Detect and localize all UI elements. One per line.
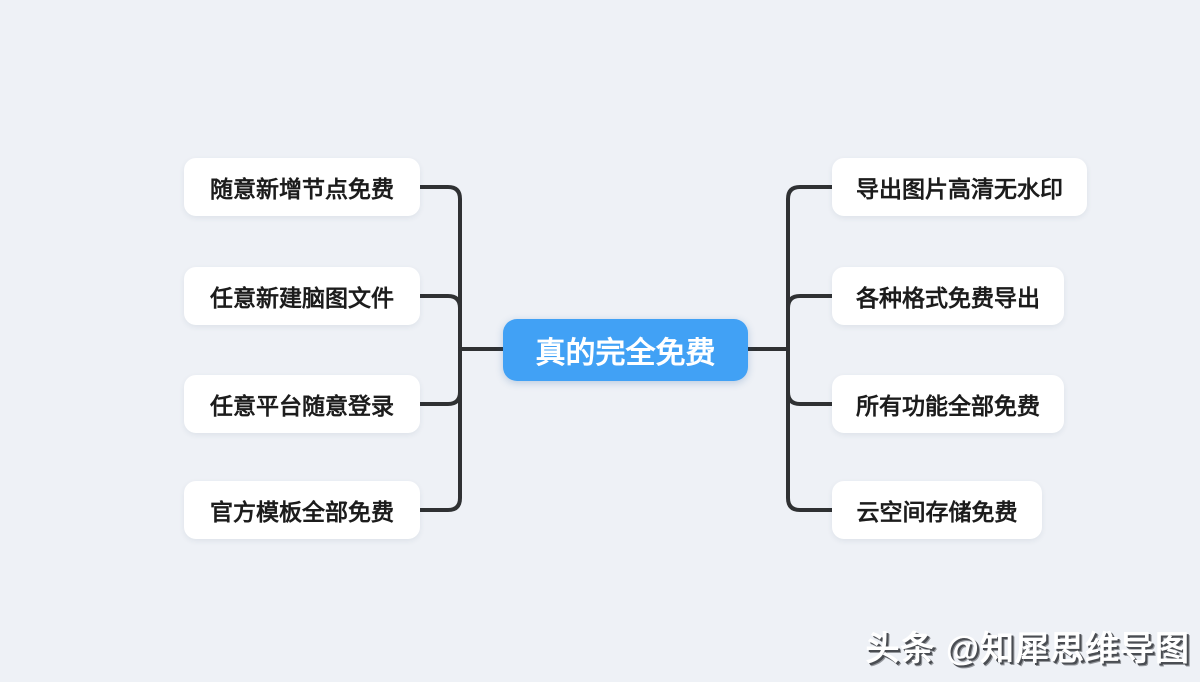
branch-node-label: 云空间存储免费 (856, 499, 1018, 525)
edge-root-right4 (786, 347, 835, 512)
edge-root-left4 (417, 347, 462, 512)
branch-node-left-4[interactable]: 官方模板全部免费 (184, 481, 420, 539)
branch-node-right-3[interactable]: 所有功能全部免费 (832, 375, 1064, 433)
branch-node-right-4[interactable]: 云空间存储免费 (832, 481, 1042, 539)
branch-node-right-1[interactable]: 导出图片高清无水印 (832, 158, 1087, 216)
branch-node-label: 任意新建脑图文件 (210, 285, 394, 311)
root-node-label: 真的完全免费 (535, 337, 716, 370)
branch-node-label: 导出图片高清无水印 (856, 176, 1063, 202)
edge-root-right1 (786, 185, 835, 351)
edge-root-right3 (786, 347, 835, 406)
branch-node-label: 任意平台随意登录 (210, 393, 394, 419)
branch-node-label: 随意新增节点免费 (210, 176, 394, 202)
root-node[interactable]: 真的完全免费 (503, 319, 748, 381)
branch-node-left-1[interactable]: 随意新增节点免费 (184, 158, 420, 216)
branch-node-label: 各种格式免费导出 (856, 285, 1040, 311)
branch-node-label: 所有功能全部免费 (856, 393, 1040, 419)
branch-node-left-2[interactable]: 任意新建脑图文件 (184, 267, 420, 325)
edge-root-left3 (417, 347, 462, 406)
branch-node-left-3[interactable]: 任意平台随意登录 (184, 375, 420, 433)
branch-node-right-2[interactable]: 各种格式免费导出 (832, 267, 1064, 325)
branch-node-label: 官方模板全部免费 (210, 499, 394, 525)
edge-root-left2 (417, 294, 462, 351)
edge-root-left1 (417, 185, 462, 351)
edge-root-right2 (786, 294, 835, 351)
